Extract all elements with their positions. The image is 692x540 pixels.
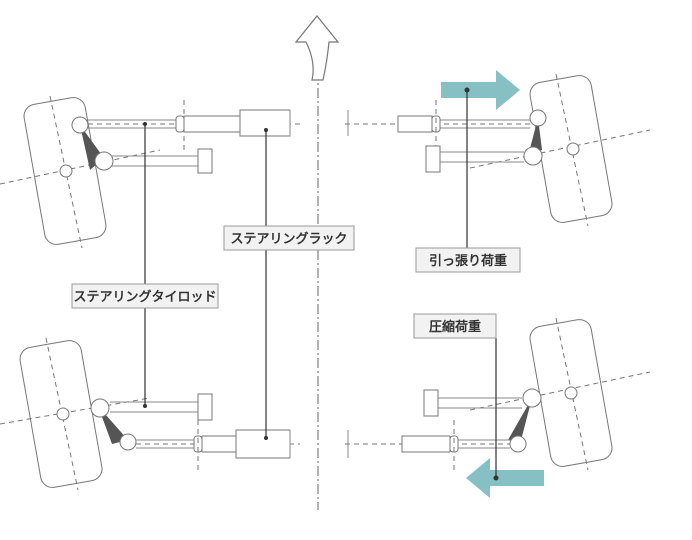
tie-rod-leader-dot-bottom	[143, 404, 147, 408]
tie-rod-leader-dot-top	[143, 122, 147, 126]
stabilizer-rear-right	[423, 389, 522, 417]
rack-leader-dot-top	[264, 128, 268, 132]
rack-leader-dot-bottom	[264, 436, 268, 440]
tie-rod-front-left	[88, 100, 300, 150]
label-steering-rack: ステアリングラック	[223, 225, 355, 251]
stabilizer-front-left	[112, 148, 213, 174]
tie-rod-rear-right	[345, 420, 510, 470]
stabilizer-front-right	[425, 145, 524, 173]
knuckle-front-right	[523, 109, 547, 166]
compression-leader-dot	[493, 475, 499, 481]
tie-rod-rear-left	[136, 420, 300, 470]
label-compression-load-text: 圧縮荷重	[429, 319, 481, 335]
wheel-rear-left	[0, 337, 151, 491]
knuckle-rear-left	[90, 398, 137, 451]
wheel-front-right	[469, 73, 651, 227]
label-tension-load-text: 引っ張り荷重	[429, 253, 507, 269]
label-tie-rod-text: ステアリングタイロッド	[73, 289, 216, 305]
tension-load-arrow	[441, 70, 520, 110]
label-steering-rack-text: ステアリングラック	[230, 231, 347, 247]
knuckle-front-left	[71, 116, 114, 171]
label-tie-rod: ステアリングタイロッド	[71, 283, 219, 309]
stabilizer-rear-left	[110, 393, 213, 421]
compression-load-arrow	[466, 458, 544, 498]
tension-leader-dot	[464, 87, 470, 93]
tie-rod-front-right	[345, 100, 530, 150]
knuckle-rear-right	[508, 388, 542, 453]
wheel-rear-right	[469, 317, 651, 471]
label-tension-load: 引っ張り荷重	[415, 247, 521, 273]
label-compression-load: 圧縮荷重	[413, 313, 497, 339]
curved-forward-arrow-icon	[294, 15, 340, 81]
